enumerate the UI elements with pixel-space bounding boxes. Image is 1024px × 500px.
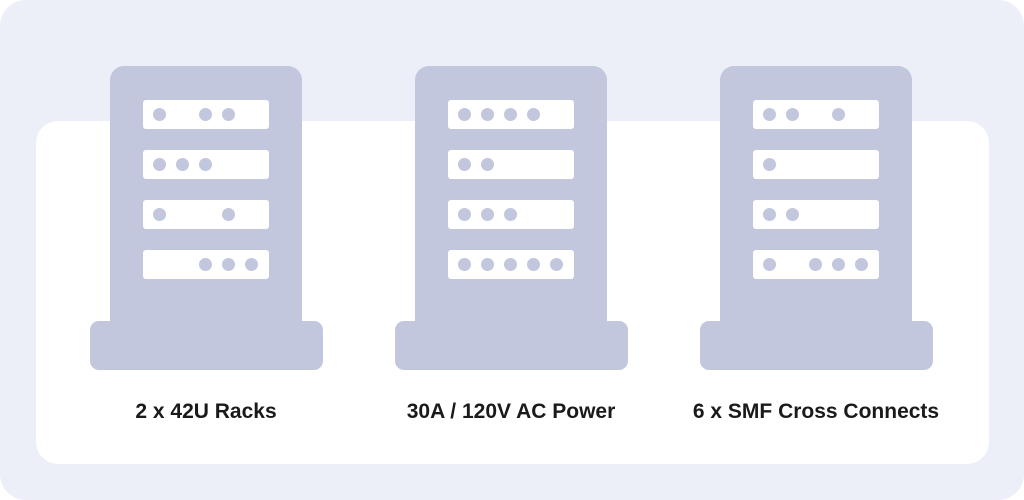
rack-unit bbox=[143, 100, 269, 129]
rack-base bbox=[395, 321, 628, 370]
rack-unit bbox=[143, 200, 269, 229]
status-light-icon bbox=[527, 258, 540, 271]
status-light-icon bbox=[153, 158, 166, 171]
status-light-icon bbox=[809, 258, 822, 271]
rack-unit bbox=[143, 250, 269, 279]
status-light-icon bbox=[763, 208, 776, 221]
server-rack-icon bbox=[110, 66, 302, 322]
status-light-icon bbox=[481, 158, 494, 171]
rack-unit bbox=[448, 100, 574, 129]
feature-power: 30A / 120V AC Power bbox=[381, 0, 641, 500]
status-light-icon bbox=[153, 108, 166, 121]
status-light-icon bbox=[458, 208, 471, 221]
feature-label: 30A / 120V AC Power bbox=[406, 400, 616, 423]
status-light-icon bbox=[481, 108, 494, 121]
status-light-icon bbox=[458, 158, 471, 171]
status-light-icon bbox=[458, 108, 471, 121]
status-light-icon bbox=[832, 108, 845, 121]
status-light-icon bbox=[855, 258, 868, 271]
status-light-icon bbox=[222, 208, 235, 221]
status-light-icon bbox=[763, 108, 776, 121]
status-light-icon bbox=[199, 158, 212, 171]
status-light-icon bbox=[199, 258, 212, 271]
status-light-icon bbox=[763, 258, 776, 271]
rack-unit bbox=[753, 150, 879, 179]
feature-label: 6 x SMF Cross Connects bbox=[692, 400, 940, 423]
status-light-icon bbox=[832, 258, 845, 271]
status-light-icon bbox=[550, 258, 563, 271]
rack-unit bbox=[753, 100, 879, 129]
status-light-icon bbox=[176, 158, 189, 171]
status-light-icon bbox=[527, 108, 540, 121]
status-light-icon bbox=[763, 158, 776, 171]
rack-unit bbox=[753, 200, 879, 229]
status-light-icon bbox=[458, 258, 471, 271]
status-light-icon bbox=[504, 108, 517, 121]
rack-unit bbox=[448, 250, 574, 279]
status-light-icon bbox=[481, 208, 494, 221]
rack-unit bbox=[753, 250, 879, 279]
status-light-icon bbox=[786, 108, 799, 121]
status-light-icon bbox=[481, 258, 494, 271]
rack-unit bbox=[448, 200, 574, 229]
rack-unit bbox=[143, 150, 269, 179]
rack-base bbox=[90, 321, 323, 370]
status-light-icon bbox=[222, 108, 235, 121]
server-rack-icon bbox=[415, 66, 607, 322]
server-rack-icon bbox=[720, 66, 912, 322]
status-light-icon bbox=[222, 258, 235, 271]
feature-racks: 2 x 42U Racks bbox=[76, 0, 336, 500]
feature-label: 2 x 42U Racks bbox=[135, 400, 277, 423]
rack-unit bbox=[448, 150, 574, 179]
status-light-icon bbox=[504, 258, 517, 271]
feature-cross-connects: 6 x SMF Cross Connects bbox=[686, 0, 946, 500]
status-light-icon bbox=[153, 208, 166, 221]
status-light-icon bbox=[786, 208, 799, 221]
status-light-icon bbox=[245, 258, 258, 271]
rack-base bbox=[700, 321, 933, 370]
status-light-icon bbox=[504, 208, 517, 221]
status-light-icon bbox=[199, 108, 212, 121]
